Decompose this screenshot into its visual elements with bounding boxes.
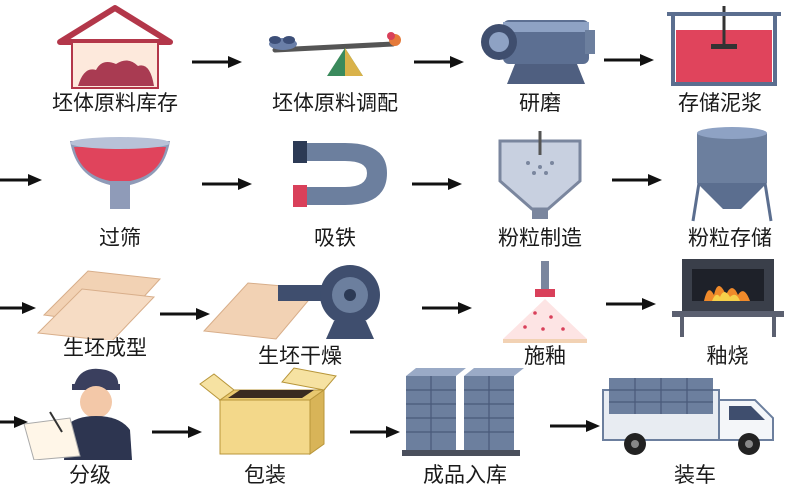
box-icon: [199, 367, 337, 455]
step-green-body-drying: 生坯干燥: [200, 255, 400, 375]
step-green-body-forming: 生坯成型: [30, 255, 180, 365]
flow-arrow: [606, 298, 656, 310]
step-label: 粉粒存储: [688, 226, 772, 250]
step-packaging: 包装: [190, 360, 340, 493]
step-label: 成品入库: [423, 463, 507, 487]
flow-arrow: [612, 174, 662, 186]
step-label: 研磨: [519, 91, 561, 115]
scale-icon: [269, 32, 401, 76]
step-label: 坯体原料库存: [52, 91, 178, 115]
step-label: 坯体原料调配: [272, 91, 398, 115]
flow-arrow: [0, 302, 36, 314]
silo-icon: [691, 127, 773, 222]
warehouse-icon: [57, 5, 173, 89]
step-glaze-firing: 釉烧: [660, 255, 795, 375]
flow-arrow: [550, 420, 600, 432]
truck-icon: [602, 378, 774, 455]
glaze-spray-icon: [503, 261, 587, 343]
slurry-tank-icon: [667, 6, 781, 86]
step-iron-removal: 吸铁: [265, 125, 405, 255]
flow-arrow: [350, 426, 400, 438]
step-sieving: 过筛: [60, 125, 180, 255]
step-label: 过筛: [99, 226, 141, 250]
flow-arrow: [202, 178, 252, 190]
step-slurry-storage: 存储泥浆: [645, 0, 795, 120]
flow-arrow: [0, 174, 42, 186]
spray-dryer-icon: [498, 131, 582, 219]
step-label: 生坯成型: [63, 336, 147, 360]
step-label: 施釉: [524, 344, 566, 368]
dryer-fan-icon: [202, 265, 380, 340]
step-label: 存储泥浆: [678, 91, 762, 115]
flow-arrow: [422, 302, 472, 314]
flow-arrow: [412, 178, 462, 190]
step-granule-storage: 粉粒存储: [665, 125, 795, 255]
pallet-stack-icon: [402, 368, 524, 456]
flow-arrow: [192, 56, 242, 68]
step-glazing: 施釉: [495, 255, 595, 375]
sieve-funnel-icon: [70, 137, 170, 209]
step-label: 吸铁: [314, 226, 356, 250]
flow-arrow: [152, 426, 202, 438]
step-raw-material-blending: 坯体原料调配: [245, 0, 425, 120]
step-label: 粉粒制造: [498, 226, 582, 250]
step-label: 分级: [69, 463, 111, 487]
ball-mill-icon: [481, 20, 595, 84]
step-label: 生坯干燥: [258, 344, 342, 368]
step-grading: 分级: [20, 360, 160, 493]
magnet-icon: [293, 141, 387, 207]
inspector-icon: [23, 368, 132, 460]
step-loading: 装车: [595, 360, 795, 493]
step-label: 釉烧: [706, 344, 749, 368]
flow-arrow: [414, 56, 464, 68]
flow-arrow: [604, 54, 654, 66]
tile-press-icon: [36, 270, 162, 340]
flow-arrow: [0, 416, 28, 428]
flow-arrow: [160, 308, 210, 320]
step-raw-material-storage: 坯体原料库存: [30, 0, 200, 120]
step-warehousing: 成品入库: [390, 360, 540, 493]
step-grinding: 研磨: [465, 0, 615, 120]
step-granule-making: 粉粒制造: [470, 125, 610, 255]
step-label: 包装: [244, 463, 286, 487]
kiln-icon: [672, 259, 784, 337]
step-label: 装车: [674, 463, 716, 487]
